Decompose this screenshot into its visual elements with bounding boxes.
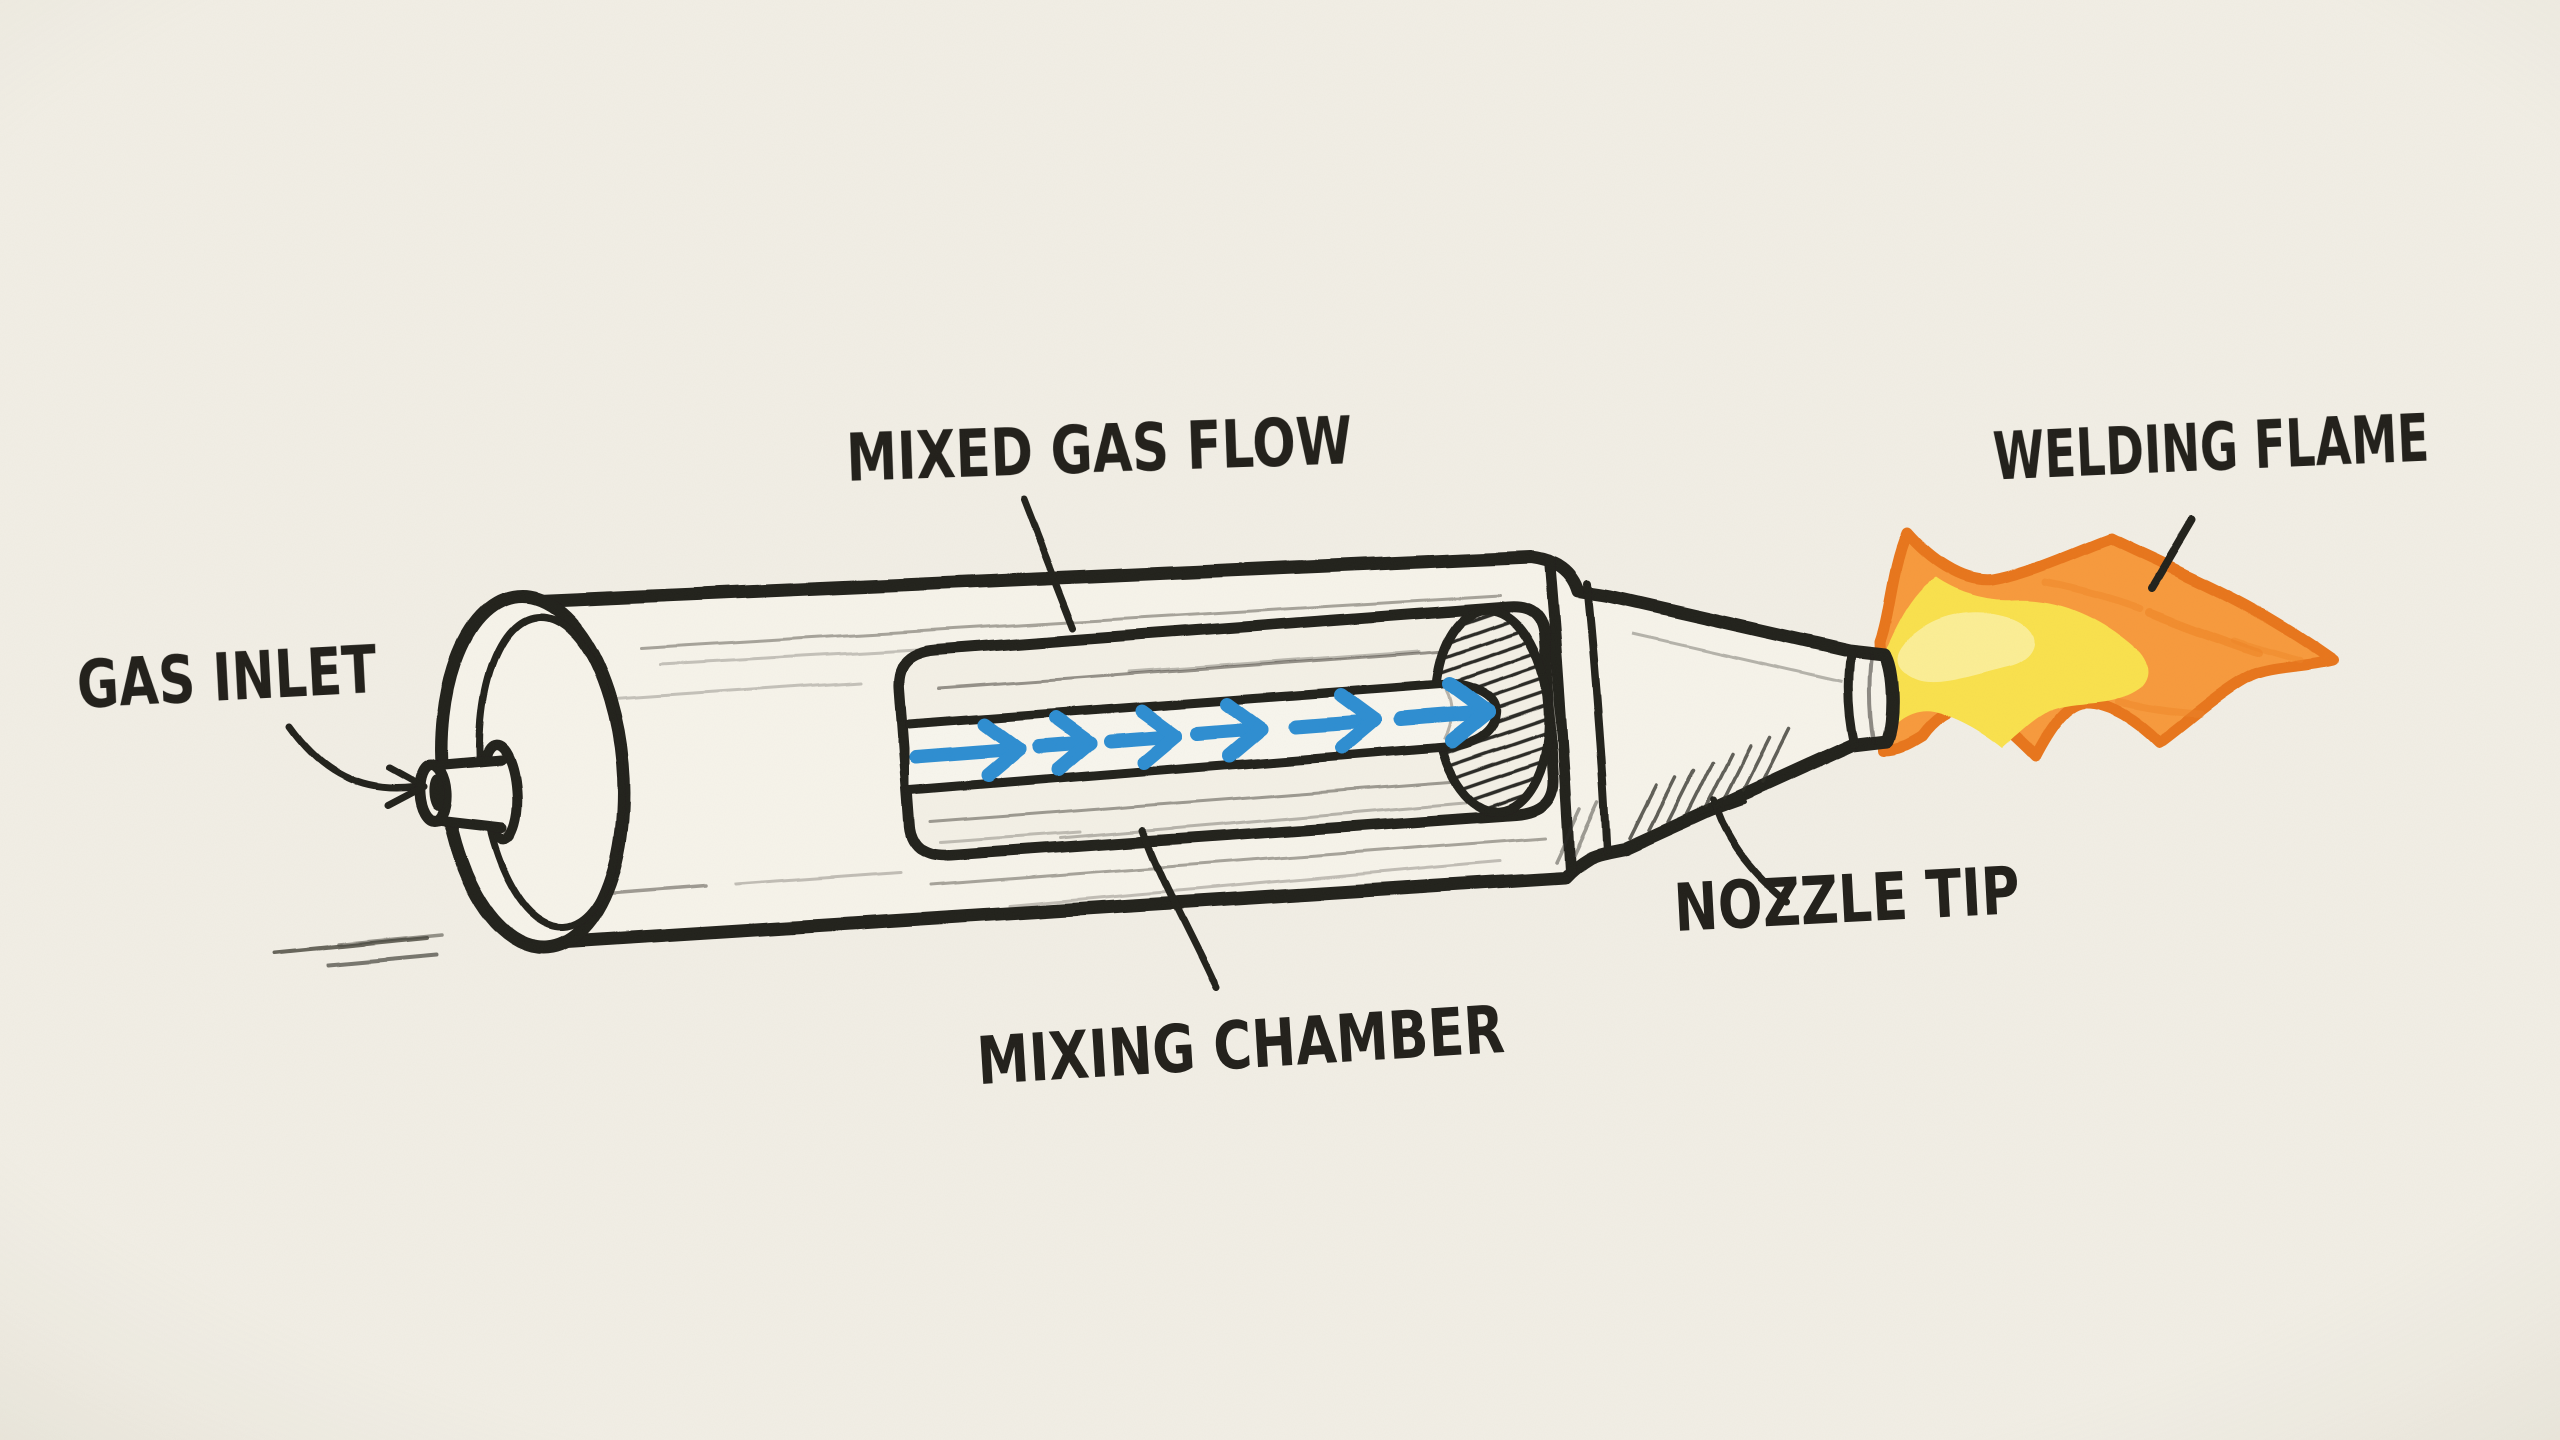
vignette-overlay <box>0 0 2560 1440</box>
welding-torch-diagram: GAS INLET MIXED GAS FLOW WELDING FLAME N… <box>0 0 2560 1440</box>
diagram-page: GAS INLET MIXED GAS FLOW WELDING FLAME N… <box>0 0 2560 1440</box>
